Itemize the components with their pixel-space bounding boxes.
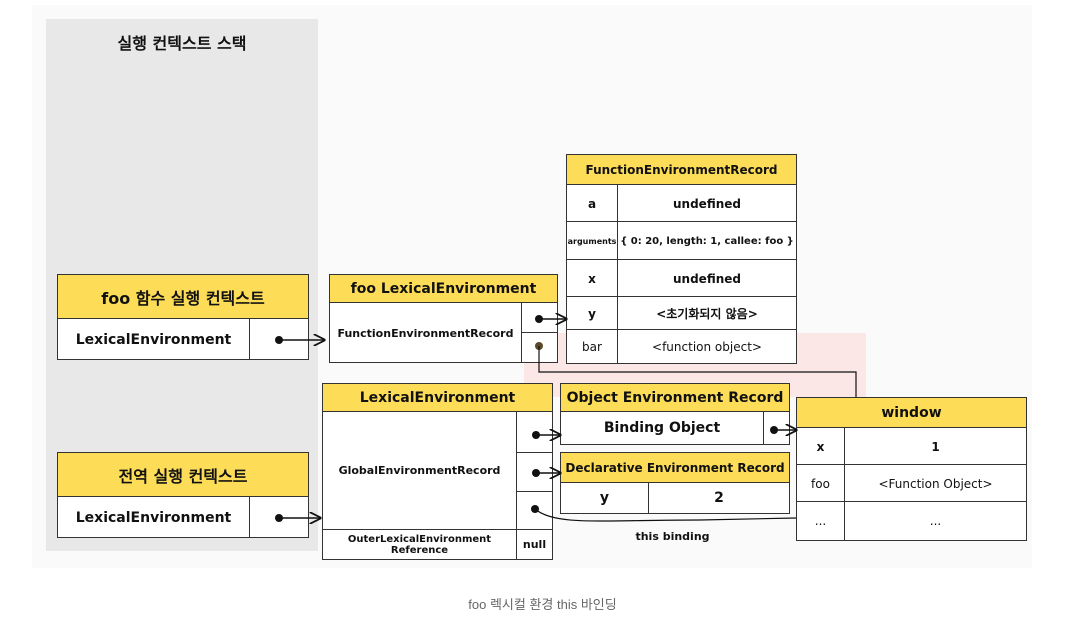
function-environment-record: FunctionEnvironmentRecord a undefined ar… xyxy=(566,154,797,364)
foo-le-record-label: FunctionEnvironmentRecord xyxy=(330,303,522,363)
window-key-ellipsis: ... xyxy=(797,502,845,540)
window-value-x: 1 xyxy=(931,439,940,454)
foo-ec-title: foo 함수 실행 컨텍스트 xyxy=(58,275,308,319)
func-record-row-y-border xyxy=(567,297,796,330)
window-value-foo: <Function Object> xyxy=(878,476,993,491)
func-record-row-a-border xyxy=(567,185,796,222)
func-record-value-a: undefined xyxy=(673,196,741,211)
func-record-value-x: undefined xyxy=(673,271,741,286)
figure-caption: foo 렉시컬 환경 this 바인딩 xyxy=(468,597,617,612)
func-record-title: FunctionEnvironmentRecord xyxy=(567,155,796,185)
func-record-key-bar: bar xyxy=(567,330,618,363)
global-le-outer-null: null xyxy=(522,538,547,551)
func-record-key-x: x xyxy=(567,260,618,297)
global-le-divider-1 xyxy=(517,452,552,453)
global-le-title: LexicalEnvironment xyxy=(323,384,552,412)
window-row-x-border xyxy=(797,428,1026,465)
object-record-title: Object Environment Record xyxy=(561,384,789,412)
decl-record-value-y: 2 xyxy=(714,490,724,506)
window-key-x: x xyxy=(797,428,845,465)
window-title: window xyxy=(797,398,1026,428)
window-row-foo-border xyxy=(797,465,1026,502)
func-record-row-arguments-border xyxy=(567,222,796,260)
declarative-environment-record: Declarative Environment Record y 2 xyxy=(560,452,790,514)
this-binding-label: this binding xyxy=(635,529,710,543)
foo-lexical-environment: foo LexicalEnvironment FunctionEnvironme… xyxy=(329,274,558,363)
decl-record-key-y: y xyxy=(561,483,649,513)
global-execution-context: 전역 실행 컨텍스트 LexicalEnvironment xyxy=(57,452,309,538)
global-le-outer-label: OuterLexicalEnvironment Reference xyxy=(323,530,517,559)
foo-le-outer-line xyxy=(538,346,857,397)
global-le-divider-2 xyxy=(517,491,552,492)
decl-record-title: Declarative Environment Record xyxy=(561,453,789,483)
global-lexical-environment: LexicalEnvironment GlobalEnvironmentReco… xyxy=(322,383,553,560)
stack-title: 실행 컨텍스트 스택 xyxy=(117,34,247,53)
object-record-binding: Binding Object xyxy=(561,412,764,444)
global-le-divider-3 xyxy=(517,529,552,530)
window-object: window x 1 foo <Function Object> ... ... xyxy=(796,397,1027,541)
func-record-key-arguments: arguments xyxy=(567,222,618,260)
global-le-record-label: GlobalEnvironmentRecord xyxy=(323,412,517,530)
func-record-key-a: a xyxy=(567,185,618,222)
foo-execution-context: foo 함수 실행 컨텍스트 LexicalEnvironment xyxy=(57,274,309,360)
object-environment-record: Object Environment Record Binding Object xyxy=(560,383,790,445)
foo-le-divider xyxy=(522,332,558,333)
window-key-foo: foo xyxy=(797,465,845,502)
func-record-value-y: <초기화되지 않음> xyxy=(656,307,758,321)
foo-ec-lexical-env-label: LexicalEnvironment xyxy=(58,319,250,360)
func-record-value-bar: <function object> xyxy=(652,339,762,354)
global-ec-lexical-env-label: LexicalEnvironment xyxy=(58,497,250,538)
func-record-key-y: y xyxy=(567,297,618,330)
func-record-value-arguments: { 0: 20, length: 1, callee: foo } xyxy=(620,235,794,247)
this-binding-curve xyxy=(534,508,797,522)
window-value-ellipsis: ... xyxy=(929,514,942,528)
global-ec-title: 전역 실행 컨텍스트 xyxy=(58,453,308,497)
foo-le-title: foo LexicalEnvironment xyxy=(330,275,557,303)
func-record-row-x-border xyxy=(567,260,796,297)
